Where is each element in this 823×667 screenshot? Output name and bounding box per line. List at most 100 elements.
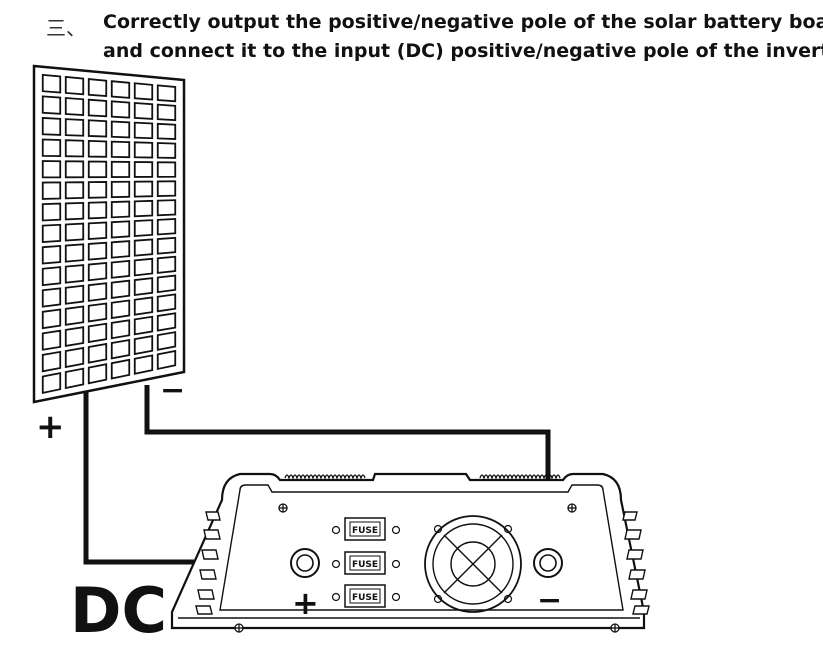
- solar-cell: [87, 78, 108, 98]
- inverter-plus-label: +: [292, 584, 319, 622]
- instruction-text: Correctly output the positive/negative p…: [103, 8, 823, 66]
- solar-cell: [64, 97, 85, 116]
- solar-cell: [87, 201, 108, 220]
- solar-cell: [133, 199, 154, 218]
- solar-cell: [156, 122, 177, 140]
- fuse-3: FUSE: [331, 584, 401, 608]
- solar-cell: [156, 331, 177, 351]
- solar-cell: [133, 238, 154, 257]
- solar-cell: [133, 257, 154, 277]
- solar-cell: [41, 73, 62, 94]
- solar-cells: [41, 73, 177, 394]
- solar-cell: [110, 358, 131, 380]
- solar-cell: [41, 308, 62, 330]
- solar-cell: [110, 279, 131, 299]
- fuse-2: FUSE: [331, 551, 401, 575]
- solar-cell: [110, 240, 131, 259]
- solar-cell: [87, 322, 108, 344]
- solar-cell: [87, 241, 108, 261]
- solar-cell: [64, 346, 85, 369]
- fuse-label-3: FUSE: [352, 593, 378, 603]
- fuse-1: FUSE: [331, 517, 401, 541]
- inverter-minus-label: −: [537, 583, 562, 618]
- solar-cell: [87, 302, 108, 323]
- solar-cell: [41, 181, 62, 200]
- solar-cell: [64, 201, 85, 221]
- solar-cell: [156, 274, 177, 294]
- solar-cell: [41, 160, 62, 179]
- solar-cell: [133, 180, 154, 198]
- solar-cell: [156, 236, 177, 255]
- solar-cell: [41, 116, 62, 136]
- instruction-line-1: Correctly output the positive/negative p…: [103, 11, 823, 33]
- solar-cell: [156, 199, 177, 217]
- fuse-block: FUSE FUSE FUSE: [331, 517, 401, 608]
- solar-cell: [64, 118, 85, 137]
- solar-cell: [64, 264, 85, 284]
- solar-cell: [156, 312, 177, 332]
- solar-cell: [87, 119, 108, 138]
- solar-cell: [133, 121, 154, 140]
- solar-cell: [64, 284, 85, 305]
- solar-cell: [133, 219, 154, 237]
- step-marker: 三、: [46, 16, 86, 40]
- solar-cell: [64, 222, 85, 242]
- solar-cell: [87, 342, 108, 364]
- solar-cell: [110, 338, 131, 360]
- inverter: FUSE FUSE FUSE: [170, 472, 650, 633]
- solar-cell: [156, 142, 177, 159]
- solar-cell: [110, 180, 131, 199]
- solar-cell: [133, 335, 154, 356]
- solar-cell: [110, 319, 131, 340]
- solar-cell: [87, 160, 108, 179]
- solar-cell: [110, 259, 131, 279]
- solar-cell: [110, 100, 131, 119]
- solar-cell: [41, 95, 62, 115]
- solar-cell: [156, 349, 177, 371]
- solar-cell: [87, 139, 108, 158]
- vent-left: [284, 474, 366, 481]
- solar-cell: [133, 161, 154, 178]
- solar-cell: [156, 180, 177, 197]
- solar-cell: [110, 299, 131, 320]
- solar-cell: [133, 296, 154, 316]
- solar-cell: [133, 101, 154, 120]
- solar-cell: [41, 372, 62, 394]
- solar-cell: [156, 218, 177, 236]
- instruction-line-2: and connect it to the input (DC) positiv…: [103, 40, 823, 62]
- solar-cell: [64, 305, 85, 326]
- screws: [234, 503, 620, 633]
- solar-cell: [41, 138, 62, 158]
- panel-minus-label: −: [160, 373, 185, 408]
- solar-cell: [41, 350, 62, 373]
- positive-terminal: [290, 548, 320, 578]
- solar-cell: [87, 181, 108, 199]
- solar-cell: [87, 221, 108, 240]
- solar-cell: [110, 220, 131, 239]
- solar-cell: [110, 140, 131, 159]
- solar-cell: [41, 266, 62, 287]
- solar-cell: [133, 354, 154, 375]
- vent-right: [479, 474, 561, 481]
- solar-cell: [110, 120, 131, 139]
- fins-right: [622, 511, 650, 615]
- dc-label: DC: [70, 574, 167, 647]
- solar-cell: [133, 277, 154, 297]
- solar-cell: [133, 82, 154, 101]
- solar-cell: [41, 223, 62, 243]
- solar-cell: [64, 75, 85, 96]
- solar-cell: [156, 161, 177, 178]
- fuse-label-2: FUSE: [352, 560, 378, 570]
- solar-cell: [41, 329, 62, 351]
- solar-cell: [64, 139, 85, 158]
- solar-cell: [41, 287, 62, 308]
- solar-cell: [133, 141, 154, 159]
- solar-cell: [87, 98, 108, 118]
- solar-cell: [110, 200, 131, 219]
- solar-cell: [64, 160, 85, 179]
- solar-cell: [156, 103, 177, 122]
- solar-cell: [156, 255, 177, 274]
- solar-panel: [32, 64, 186, 404]
- solar-cell: [133, 315, 154, 336]
